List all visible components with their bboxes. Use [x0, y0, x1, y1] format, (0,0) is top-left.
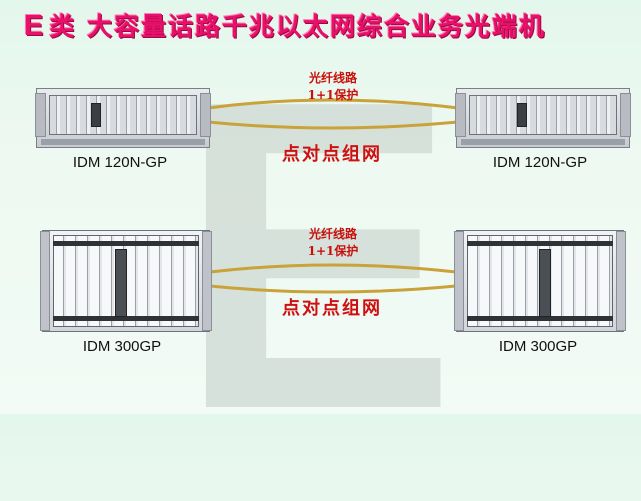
- top-fiber-lower: [207, 120, 459, 130]
- bottom-network-label: 点对点组网: [282, 298, 382, 319]
- bottom-left-device-rack: [40, 230, 212, 332]
- card-slots: [49, 95, 197, 135]
- card-bar-top: [53, 241, 199, 246]
- bottom-fiber-label-line2: 1+1保护: [307, 244, 359, 258]
- rack-ear: [616, 231, 626, 331]
- card-bar-top: [467, 241, 613, 246]
- bottom-fiber-lower: [209, 284, 457, 294]
- control-module: [539, 249, 551, 317]
- card-slots: [469, 95, 617, 135]
- top-right-device-rack: [455, 88, 631, 148]
- rack-base: [41, 139, 205, 145]
- top-fiber-upper: [207, 98, 459, 110]
- bottom-right-device-rack: [454, 230, 626, 332]
- title-text: 类 大容量话路千兆以太网综合业务光端机: [49, 12, 547, 41]
- rack-base: [461, 139, 625, 145]
- rack-ear: [35, 93, 46, 137]
- fiber-links: [207, 98, 459, 294]
- rack-ear: [455, 93, 466, 137]
- control-module: [91, 103, 101, 127]
- rack-ear: [620, 93, 631, 137]
- top-fiber-label-line1: 光纤线路: [308, 71, 357, 85]
- bottom-right-device-label: IDM 300GP: [498, 338, 578, 355]
- rack-ear: [454, 231, 464, 331]
- bottom-fiber-upper: [209, 263, 457, 274]
- bottom-fiber-label-line1: 光纤线路: [308, 227, 357, 241]
- control-module: [517, 103, 527, 127]
- top-left-device-label: IDM 120N-GP: [72, 154, 168, 171]
- background-letter-e: E: [178, 10, 457, 501]
- title-letter: E: [24, 10, 46, 42]
- control-module: [115, 249, 127, 317]
- card-bar-bottom: [53, 316, 199, 321]
- bottom-left-device-label: IDM 300GP: [82, 338, 162, 355]
- rack-ear: [200, 93, 211, 137]
- top-network-label: 点对点组网: [282, 144, 382, 165]
- rack-ear: [202, 231, 212, 331]
- top-right-device-label: IDM 120N-GP: [492, 154, 588, 171]
- top-left-device-rack: [35, 88, 211, 148]
- top-fiber-label-line2: 1+1保护: [307, 88, 359, 102]
- card-bar-bottom: [467, 316, 613, 321]
- rack-ear: [40, 231, 50, 331]
